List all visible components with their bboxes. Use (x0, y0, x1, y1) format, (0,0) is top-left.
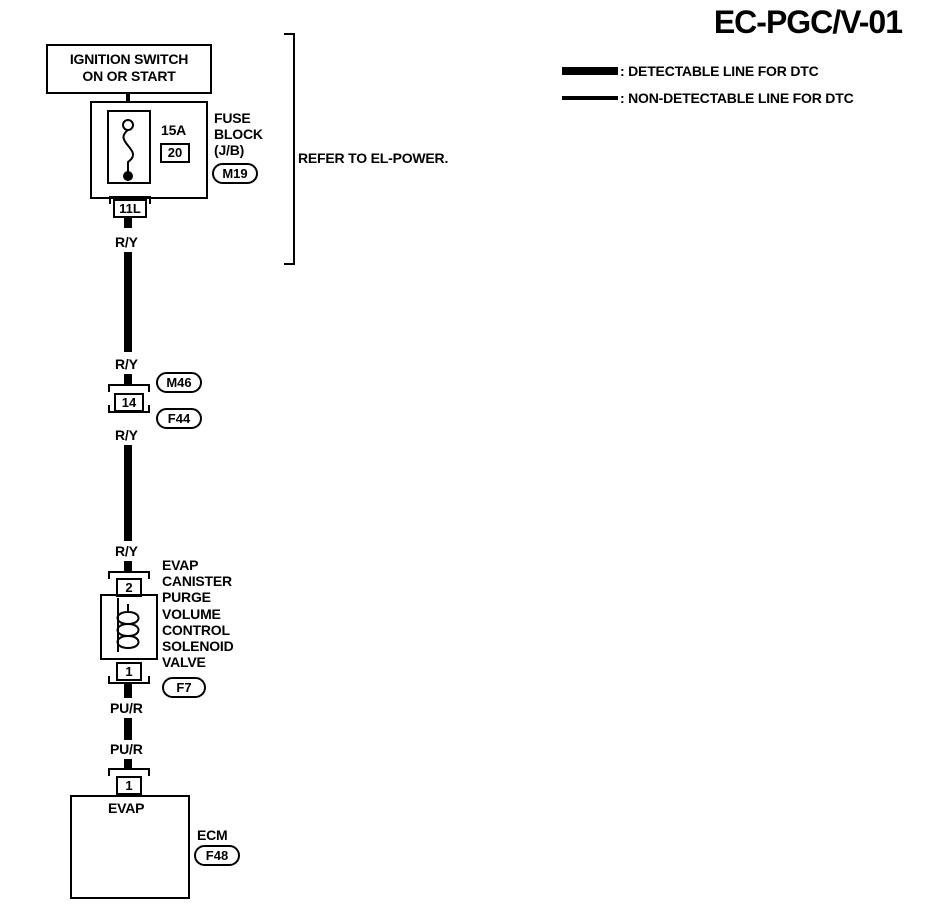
legend-detectable-label: : DETECTABLE LINE FOR DTC (620, 63, 819, 79)
ecm-terminal-name: EVAP (108, 800, 145, 816)
wire-fuse-stub (124, 216, 132, 228)
solenoid-connector-bottom-cup (108, 676, 150, 684)
ecm-box (70, 795, 190, 899)
wire-pur-stub-1 (124, 684, 132, 698)
joint-connector-badge-top: M46 (156, 372, 202, 393)
page-title: EC-PGC/V-01 (713, 4, 903, 40)
wire-pur-segment (124, 718, 132, 740)
wire-color-label-2: R/Y (115, 356, 138, 372)
solenoid-connector-badge: F7 (162, 677, 206, 698)
fuse-number: 20 (160, 143, 190, 163)
ecm-pin: 1 (116, 776, 142, 795)
ecm-name: ECM (197, 827, 228, 843)
joint-connector-cap (108, 384, 150, 392)
wire-color-label-5: PU/R (110, 700, 143, 716)
wire-color-label-3: R/Y (115, 427, 138, 443)
refer-el-power-note: REFER TO EL-POWER. (298, 150, 449, 166)
legend-non-detectable-line (562, 96, 618, 100)
ignition-switch-label-2: ON OR START (82, 68, 176, 84)
solenoid-pin-bottom: 1 (116, 662, 142, 681)
wire-ry-stub-2 (124, 374, 132, 384)
solenoid-pin-top: 2 (116, 578, 142, 597)
ecm-connector-badge: F48 (194, 845, 240, 866)
solenoid-label-2: CANISTER (162, 573, 232, 589)
fuse-amperage: 15A (161, 122, 187, 138)
wire-power-to-fuse (126, 92, 130, 104)
ignition-switch-label-1: IGNITION SWITCH (69, 51, 189, 67)
solenoid-coil (116, 604, 140, 650)
legend-detectable-line (562, 67, 618, 75)
wire-color-label-4: R/Y (115, 543, 138, 559)
solenoid-connector-top-cap (108, 571, 150, 579)
wire-ry-segment-1 (124, 252, 132, 352)
fuse-element-top-terminal (122, 119, 134, 131)
fuse-block-connector-badge: M19 (212, 163, 258, 184)
joint-connector-badge-bottom: F44 (156, 408, 202, 429)
joint-connector-cup (108, 405, 150, 413)
solenoid-label-7: VALVE (162, 654, 206, 670)
solenoid-valve-body (100, 594, 158, 660)
fuse-block-name-3: (J/B) (214, 142, 245, 158)
wire-ry-segment-2 (124, 445, 132, 541)
ignition-switch-box: IGNITION SWITCH ON OR START (46, 44, 212, 94)
solenoid-label-6: SOLENOID (162, 638, 234, 654)
legend-non-detectable-label: : NON-DETECTABLE LINE FOR DTC (620, 90, 854, 106)
wire-pur-stub-2 (124, 759, 132, 769)
solenoid-label-4: VOLUME (162, 606, 221, 622)
wire-color-label-1: R/Y (115, 234, 138, 250)
wire-color-label-6: PU/R (110, 741, 143, 757)
wire-ry-stub-3 (124, 561, 132, 571)
ecm-connector-cap (108, 768, 150, 776)
fuse-block-name-1: FUSE (214, 110, 251, 126)
fuse-terminal-pin: 11L (113, 199, 147, 218)
fuse-block-name-2: BLOCK (214, 126, 263, 142)
solenoid-label-1: EVAP (162, 557, 199, 573)
solenoid-label-5: CONTROL (162, 622, 230, 638)
fuse-element-link (122, 129, 134, 172)
fuse-element-bottom-terminal (123, 171, 133, 181)
fuse-terminal-cap (109, 196, 151, 204)
refer-bracket (284, 33, 295, 265)
joint-connector-pin: 14 (114, 393, 144, 412)
solenoid-label-3: PURGE (162, 589, 211, 605)
